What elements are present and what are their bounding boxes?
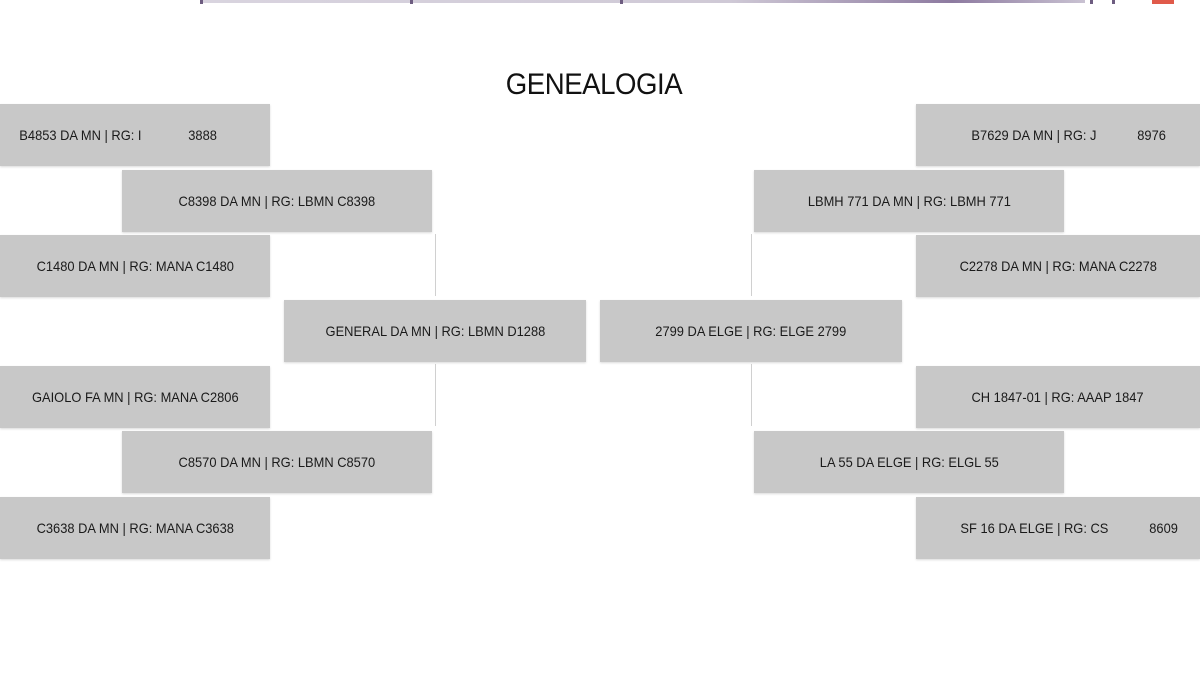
pedigree-box-sire[interactable]: C8398 DA MN | RG: LBMN C8398 (122, 170, 432, 232)
connector-line (751, 234, 752, 296)
pedigree-label: B4853 DA MN | RG: I (19, 127, 142, 143)
pedigree-label: B7629 DA MN | RG: J (971, 127, 1097, 143)
pedigree-box-sire-dam[interactable]: C1480 DA MN | RG: MANA C1480 (0, 235, 270, 297)
pedigree-box-dam-dam[interactable]: C3638 DA MN | RG: MANA C3638 (0, 497, 270, 559)
top-strip-red-mark (1152, 0, 1174, 4)
top-strip-mark (200, 0, 203, 4)
pedigree-number: 8976 (1137, 127, 1166, 143)
pedigree-label: C1480 DA MN | RG: MANA C1480 (36, 258, 234, 274)
pedigree-label: 2799 DA ELGE | RG: ELGE 2799 (655, 323, 847, 339)
pedigree-label: C3638 DA MN | RG: MANA C3638 (36, 520, 234, 536)
pedigree-box-right-dam[interactable]: LA 55 DA ELGE | RG: ELGL 55 (754, 431, 1064, 493)
pedigree-label: GENERAL DA MN | RG: LBMN D1288 (325, 323, 545, 339)
top-strip-mark (1112, 0, 1115, 4)
top-strip-band (200, 0, 1085, 3)
pedigree-label: SF 16 DA ELGE | RG: CS (960, 520, 1109, 536)
pedigree-box-dam-sire[interactable]: GAIOLO FA MN | RG: MANA C2806 (0, 366, 270, 428)
top-strip-mark (620, 0, 623, 4)
top-strip-mark (410, 0, 413, 4)
connector-line (751, 364, 752, 426)
pedigree-box-dam[interactable]: C8570 DA MN | RG: LBMN C8570 (122, 431, 432, 493)
pedigree-box-right-dam-sire[interactable]: CH 1847-01 | RG: AAAP 1847 (916, 366, 1200, 428)
pedigree-number: 8609 (1149, 520, 1178, 536)
pedigree-label: LA 55 DA ELGE | RG: ELGL 55 (819, 454, 999, 470)
page-title: GENEALOGIA (505, 68, 683, 101)
connector-line (435, 234, 436, 296)
pedigree-label: C2278 DA MN | RG: MANA C2278 (959, 258, 1157, 274)
top-strip-mark (1090, 0, 1093, 4)
pedigree-number: 3888 (188, 127, 217, 143)
top-window-strip (0, 0, 1200, 4)
connector-line (435, 364, 436, 426)
pedigree-label: CH 1847-01 | RG: AAAP 1847 (971, 389, 1145, 405)
pedigree-box-right-sire[interactable]: LBMH 771 DA MN | RG: LBMH 771 (754, 170, 1064, 232)
pedigree-label: C8570 DA MN | RG: LBMN C8570 (178, 454, 376, 470)
pedigree-label: GAIOLO FA MN | RG: MANA C2806 (31, 389, 239, 405)
pedigree-box-right-sire-dam[interactable]: C2278 DA MN | RG: MANA C2278 (916, 235, 1200, 297)
pedigree-box-right-dam-dam[interactable]: SF 16 DA ELGE | RG: CS 8609 (916, 497, 1200, 559)
pedigree-box-sire-sire[interactable]: B4853 DA MN | RG: I 3888 (0, 104, 270, 166)
pedigree-label: C8398 DA MN | RG: LBMN C8398 (178, 193, 376, 209)
pedigree-label: LBMH 771 DA MN | RG: LBMH 771 (807, 193, 1011, 209)
pedigree-box-right-sire-sire[interactable]: B7629 DA MN | RG: J 8976 (916, 104, 1200, 166)
pedigree-box-subject-left[interactable]: GENERAL DA MN | RG: LBMN D1288 (284, 300, 586, 362)
pedigree-box-subject-right[interactable]: 2799 DA ELGE | RG: ELGE 2799 (600, 300, 902, 362)
